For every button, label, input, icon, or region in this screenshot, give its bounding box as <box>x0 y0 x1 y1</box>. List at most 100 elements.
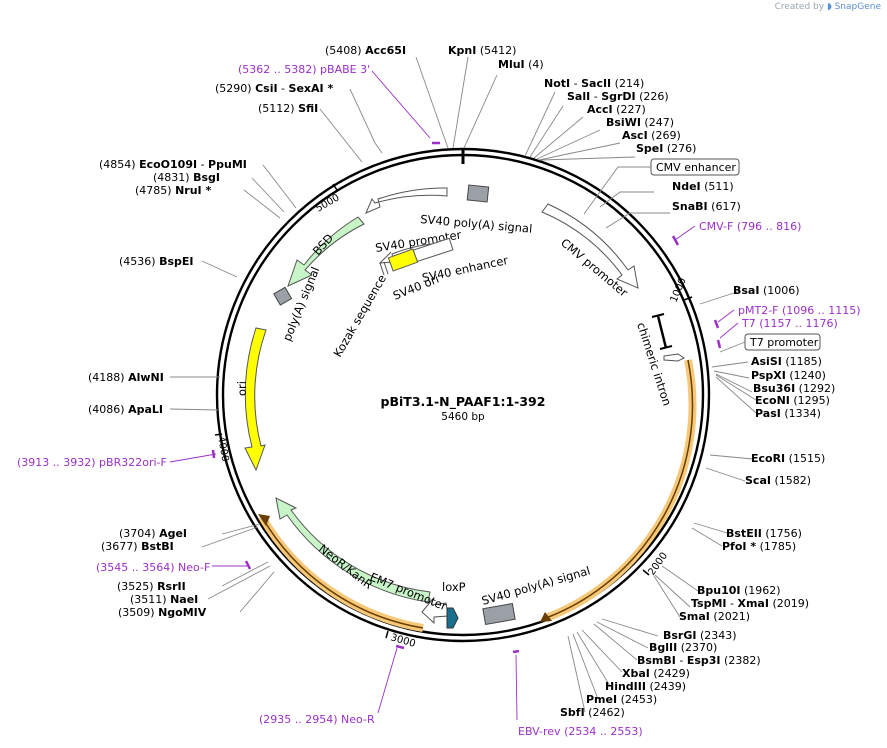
insert-arc <box>545 359 694 619</box>
primer-marks <box>211 141 722 654</box>
primer-label-cmv-f: CMV-F (796 .. 816) <box>699 220 801 233</box>
enzyme-label-ecori: EcoRI (1515) <box>751 452 825 465</box>
chimeric-intron-bar <box>656 315 668 349</box>
primer-label-pmt2-f: pMT2-F (1096 .. 1115) <box>738 304 861 317</box>
chimeric-intron-cap-top <box>651 313 665 318</box>
neo-arrowhead <box>258 514 270 526</box>
primer-label-t7: T7 (1157 .. 1176) <box>741 317 838 330</box>
enzyme-labels: (5408) Acc65I KpnI (5412) MluI (4) NotI … <box>88 44 835 719</box>
tick-mark-2000 <box>642 569 650 576</box>
primer-label-pbr322ori-f: (3913 .. 3932) pBR322ori-F <box>17 456 167 469</box>
enzyme-label-sali-sgrdi: SalI - SgrDI (226) <box>567 90 669 103</box>
enzyme-label-xbai: XbaI (2429) <box>622 667 690 680</box>
enzyme-label-snabi: SnaBI (617) <box>672 200 741 213</box>
primer-label-neo-r: (2935 .. 2954) Neo-R <box>259 713 375 726</box>
kozak-mark-1 <box>379 262 385 276</box>
enzyme-label-apali: (4086) ApaLI <box>88 403 163 416</box>
t7-promoter-leader <box>719 341 746 353</box>
enzyme-label-pspxi: PspXI (1240) <box>751 369 826 382</box>
enzyme-label-ngomiv: (3509) NgoMIV <box>118 606 207 619</box>
chimeric-intron-label: chimeric intron <box>634 321 674 408</box>
enzyme-label-scai: ScaI (1582) <box>745 474 811 487</box>
loxp-feature <box>446 607 459 629</box>
plasmid-size: 5460 bp <box>441 411 485 423</box>
insert-arrowhead <box>540 612 552 622</box>
enzyme-label-nrui: (4785) NruI * <box>135 184 211 197</box>
em7-promoter-feature <box>421 598 449 625</box>
enzyme-label-acci: AccI (227) <box>587 103 646 116</box>
enzyme-label-bsgi: (4831) BsgI <box>153 171 220 184</box>
enzyme-leader-lines <box>169 56 757 713</box>
t7-promoter-box-label: T7 promoter <box>749 336 819 349</box>
enzyme-label-rsrii: (3525) RsrII <box>117 580 186 593</box>
sv40-ori-feature <box>387 248 419 272</box>
enzyme-label-tspmi-xmai: TspMI - XmaI (2019) <box>691 597 809 610</box>
enzyme-label-noti-sacii: NotI - SacII (214) <box>544 77 644 90</box>
ori-feature <box>244 327 267 472</box>
ori-label: ori <box>235 381 249 396</box>
brand-created-by: Created by <box>774 2 825 12</box>
cmv-enhancer-leader <box>583 166 651 215</box>
enzyme-label-spei: SpeI (276) <box>636 142 696 155</box>
enzyme-label-csii-sexai: (5290) CsiI - SexAI * <box>215 82 333 95</box>
enzyme-label-alwni: (4188) AlwNI <box>88 371 164 384</box>
enzyme-label-ndei: NdeI (511) <box>672 180 734 193</box>
chimeric-intron-cap-bottom <box>659 345 673 350</box>
tick-mark-3000 <box>385 630 389 639</box>
cmv-enhancer-box-label: CMV enhancer <box>656 161 736 174</box>
backbone-outer-ring <box>215 147 711 643</box>
enzyme-label-naei: (3511) NaeI <box>130 593 198 606</box>
enzyme-label-bsrgi: BsrGI (2343) <box>663 629 737 642</box>
enzyme-label-asci: AscI (269) <box>622 129 681 142</box>
enzyme-label-bsmbi-esp3i: BsmBI - Esp3I (2382) <box>637 654 761 667</box>
primer-label-ebv-rev: EBV-rev (2534 .. 2553) <box>518 725 643 738</box>
enzyme-label-bglii: BglII (2370) <box>649 641 717 654</box>
neo-arc <box>261 516 424 629</box>
kozak-mark-2 <box>383 261 389 275</box>
tick-mark-1000 <box>683 296 693 301</box>
tick-mark-5000 <box>332 183 338 191</box>
primer-label-pbabe3: (5362 .. 5382) pBABE 3' <box>238 63 370 76</box>
enzyme-label-asisi: AsiSI (1185) <box>751 355 822 368</box>
enzyme-label-bpu10i: Bpu10I (1962) <box>697 584 781 597</box>
enzyme-label-acc65i: (5408) Acc65I <box>325 44 406 57</box>
enzyme-label-agei: (3704) AgeI <box>119 527 187 540</box>
enzyme-label-bsteii: BstEII (1756) <box>726 527 802 540</box>
primer-leader-lines <box>169 70 739 721</box>
tick-label-4000: 4000 <box>215 436 230 463</box>
enzyme-label-bstbi: (3677) BstBI <box>101 540 174 553</box>
enzyme-label-hindiii: HindIII (2439) <box>605 680 686 693</box>
enzyme-label-bsiwi: BsiWI (247) <box>606 116 674 129</box>
enzyme-label-mlui: MluI (4) <box>498 58 544 71</box>
snapgene-brand: Created by ◗ SnapGene <box>775 2 881 12</box>
bsd-feature <box>287 216 365 287</box>
em7-promoter-label: EM7 promoter <box>368 570 449 614</box>
enzyme-label-sfii: (5112) SfiI <box>258 102 318 115</box>
enzyme-label-econi: EcoNI (1295) <box>755 394 830 407</box>
cmv-promoter-feature <box>541 203 639 289</box>
tick-mark-4000 <box>214 433 223 436</box>
snapgene-logo-icon: ◗ <box>826 2 832 12</box>
polya-signal-feature <box>273 286 293 306</box>
enzyme-label-eco0109i-ppumi: (4854) EcoO109I - PpuMI <box>99 158 247 171</box>
grey-feature-top <box>466 184 490 203</box>
chimeric-intron-arrow <box>663 353 685 362</box>
enzyme-label-bspei: (4536) BspEI <box>119 255 194 268</box>
enzyme-label-sbfi: SbfI (2462) <box>560 706 625 719</box>
enzyme-label-bsu36i: Bsu36I (1292) <box>753 382 835 395</box>
sv40-polya-inner-feature <box>365 187 448 214</box>
plasmid-name: pBiT3.1-N_PAAF1:1-392 <box>381 394 546 410</box>
loxp-label: loxP <box>442 580 466 594</box>
sv40-polya-outer-feature <box>482 602 516 626</box>
brand-name: SnapGene <box>834 2 881 12</box>
enzyme-label-smai: SmaI (2021) <box>679 610 750 623</box>
sv40-ori-label: SV40 ori <box>391 272 441 303</box>
enzyme-label-pmei: PmeI (2453) <box>586 693 657 706</box>
enzyme-label-pasi: PasI (1334) <box>755 407 821 420</box>
primer-label-neo-f: (3545 .. 3564) Neo-F <box>96 561 210 574</box>
neor-kanr-feature <box>275 497 431 603</box>
enzyme-label-bsai: BsaI (1006) <box>733 284 800 297</box>
kozak-label: Kozak sequence <box>330 272 389 359</box>
enzyme-label-kpni: KpnI (5412) <box>448 44 516 57</box>
